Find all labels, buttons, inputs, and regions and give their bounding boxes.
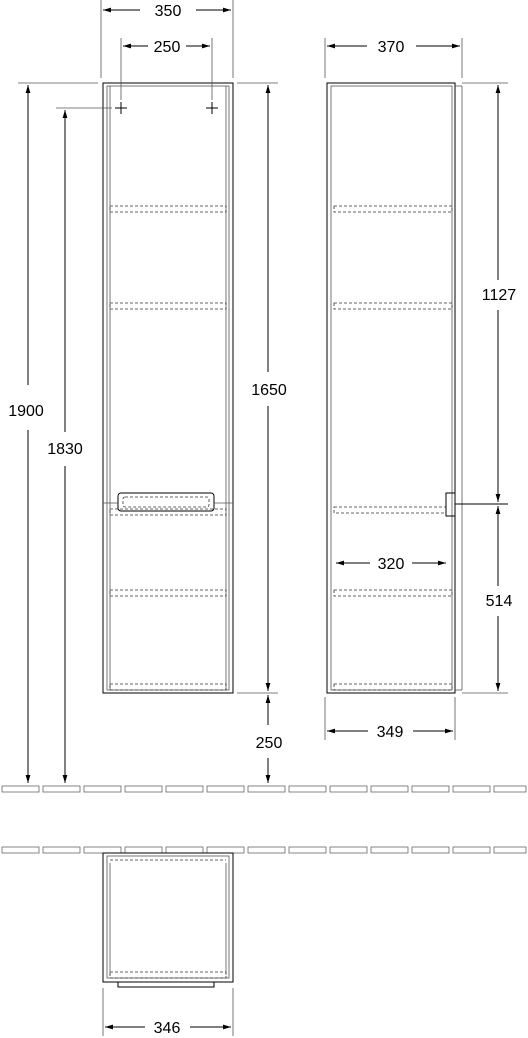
dim-lower-section: 514 [462, 506, 513, 694]
floor-tile [1, 785, 40, 793]
floor-tile [165, 785, 204, 793]
floor-tile [452, 846, 491, 854]
plan-view [102, 852, 234, 988]
floor-tile [370, 785, 409, 793]
floor-tiles-front [1, 785, 527, 793]
floor-tile [411, 785, 450, 793]
floor-tile [247, 785, 286, 793]
front-shelves [109, 205, 227, 691]
dim-514-label: 514 [486, 593, 513, 610]
dim-side-depth-bottom: 349 [324, 697, 456, 741]
floor-tile [493, 785, 527, 793]
dim-250-top-label: 250 [154, 39, 181, 56]
floor-tile [42, 785, 81, 793]
floor-tiles-plan [1, 846, 527, 854]
floor-tile [288, 785, 327, 793]
dim-1900-label: 1900 [8, 403, 44, 420]
handle-profile [445, 492, 456, 517]
floor-tile [83, 785, 122, 793]
floor-tile [329, 785, 368, 793]
floor-tile [83, 846, 122, 854]
floor-tile [124, 846, 163, 854]
dim-plan-width: 346 [102, 988, 234, 1037]
dim-1650-label: 1650 [251, 382, 287, 399]
floor-tile [329, 846, 368, 854]
floor-tile [370, 846, 409, 854]
floor-tile [452, 785, 491, 793]
floor-tile [124, 785, 163, 793]
dim-inner-depth: 320 [336, 556, 446, 573]
floor-tile [288, 846, 327, 854]
side-shelves [333, 205, 453, 691]
side-view [326, 82, 466, 694]
floor-tile [411, 846, 450, 854]
dim-1830-label: 1830 [47, 441, 83, 458]
drawer-handle [117, 492, 215, 512]
dim-349-label: 349 [377, 724, 404, 741]
dim-320-label: 320 [378, 556, 405, 573]
floor-tile [206, 846, 245, 854]
dim-floor-clearance: 250 [256, 695, 283, 783]
dim-mount-height: 1830 [47, 107, 112, 783]
floor-tile [165, 846, 204, 854]
dim-upper-section: 1127 [462, 82, 517, 505]
dim-front-width: 350 [100, 0, 234, 78]
dim-total-height: 1900 [8, 82, 98, 783]
floor-tile [247, 846, 286, 854]
floor-tile [1, 846, 40, 854]
floor-tile [493, 846, 527, 854]
dim-body-height: 1650 [237, 82, 287, 694]
mount-hole-right-icon [206, 102, 218, 114]
front-view [102, 82, 234, 694]
mount-hole-left-icon [115, 102, 127, 114]
dim-250-floor-label: 250 [256, 735, 283, 752]
dim-mount-spacing: 250 [120, 38, 213, 100]
dim-350-label: 350 [155, 3, 182, 20]
dim-346-label: 346 [154, 1020, 181, 1037]
floor-tile [42, 846, 81, 854]
dim-370-label: 370 [378, 39, 405, 56]
floor-tile [206, 785, 245, 793]
dim-side-depth-top: 370 [324, 38, 463, 78]
dim-1127-label: 1127 [482, 287, 517, 304]
